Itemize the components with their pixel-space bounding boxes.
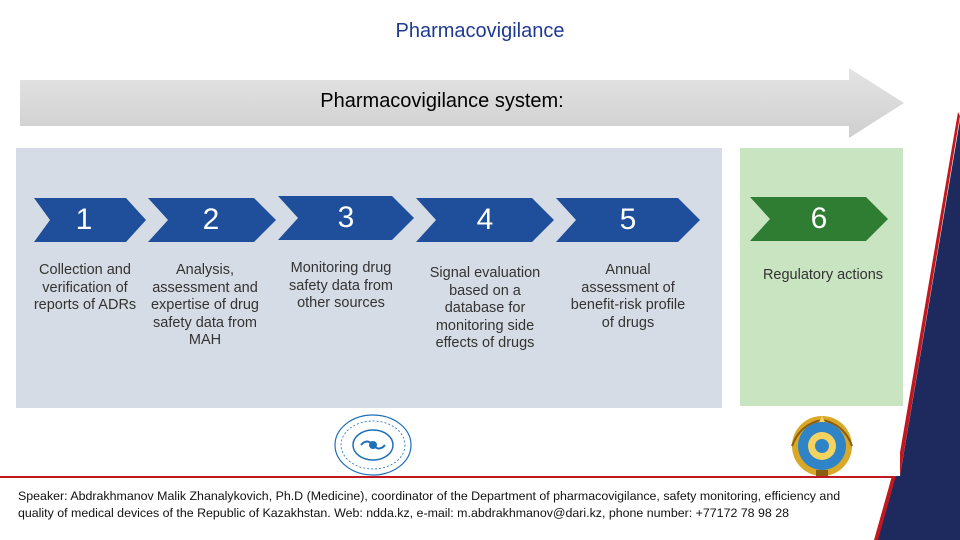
ndda-logo bbox=[334, 414, 412, 476]
step-number: 2 bbox=[202, 203, 220, 236]
steps-panel bbox=[16, 148, 722, 408]
step-number: 4 bbox=[476, 203, 494, 236]
step-text-2: Analysis, assessment and expertise of dr… bbox=[150, 262, 259, 348]
system-label: Pharmacovigilance system: bbox=[320, 90, 564, 112]
step-number: 3 bbox=[337, 201, 355, 234]
step-text-5: Annual assessment of benefit-risk profil… bbox=[570, 262, 686, 331]
chevron-shape bbox=[148, 198, 276, 242]
right-band-shape bbox=[896, 0, 960, 476]
chevron-shape bbox=[556, 198, 700, 242]
regulatory-panel bbox=[740, 148, 903, 406]
chevron-shape bbox=[750, 197, 888, 241]
step-chevron-4: 4 bbox=[416, 198, 554, 242]
step-chevron-1: 1 bbox=[34, 198, 146, 242]
slide-title: Pharmacovigilance bbox=[395, 20, 565, 42]
step-number: 1 bbox=[75, 203, 93, 236]
step-number: 6 bbox=[810, 202, 828, 235]
step-text-6: Regulatory actions bbox=[762, 267, 884, 283]
right-band bbox=[896, 0, 960, 476]
step-chevron-3: 3 bbox=[278, 196, 414, 240]
speaker-info: Speaker: Abdrakhmanov Malik Zhanalykovic… bbox=[18, 489, 841, 520]
footer-band bbox=[0, 476, 960, 540]
process-arrow bbox=[20, 68, 904, 138]
chevron-shape bbox=[278, 196, 414, 240]
chevron-shape bbox=[416, 198, 554, 242]
chevron-shape bbox=[34, 198, 146, 242]
step-chevron-2: 2 bbox=[148, 198, 276, 242]
step-chevron-5: 5 bbox=[556, 198, 700, 242]
step-number: 5 bbox=[619, 203, 637, 236]
step-text-4: Signal evaluation based on a database fo… bbox=[429, 265, 541, 351]
step-text-3: Monitoring drug safety data from other s… bbox=[289, 260, 393, 311]
step-chevron-6: 6 bbox=[750, 197, 888, 241]
state-emblem bbox=[791, 416, 853, 476]
step-text-1: Collection and verification of reports o… bbox=[33, 262, 137, 313]
